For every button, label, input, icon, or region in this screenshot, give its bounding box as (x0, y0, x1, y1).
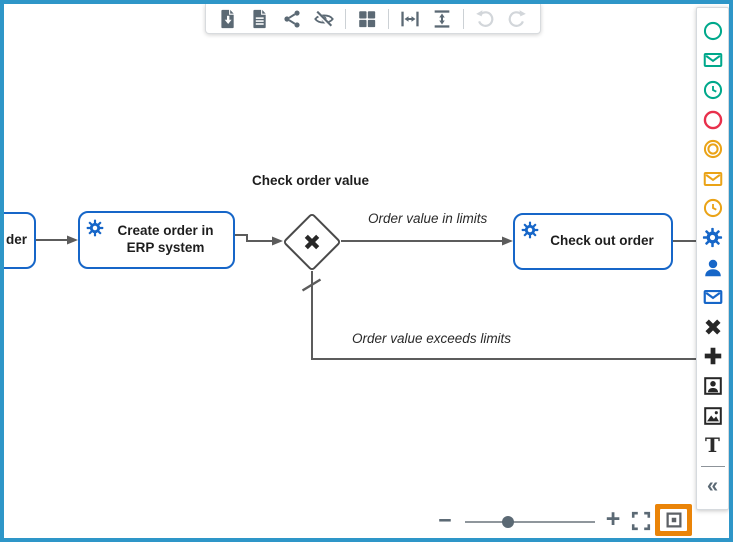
task-check-out-order[interactable]: Check out order (513, 213, 673, 270)
minimap-inner (660, 509, 687, 531)
undo-icon[interactable] (474, 8, 496, 30)
service-task-icon[interactable] (698, 223, 728, 253)
text-annotation-icon[interactable]: T (705, 433, 720, 458)
task-partial-left[interactable]: der (0, 212, 36, 269)
document-icon[interactable] (249, 8, 271, 30)
flow-exceeds-limits (311, 271, 702, 360)
task-label: Check out order (550, 233, 654, 249)
default-flow-marker (301, 278, 322, 292)
user-image-icon[interactable] (698, 371, 728, 401)
service-task-gear-icon (520, 220, 540, 240)
distribute-vertical-icon[interactable] (431, 8, 453, 30)
hide-visibility-icon[interactable] (313, 8, 335, 30)
flow-label-exceeds-limits: Order value exceeds limits (352, 331, 512, 346)
timer-start-event-icon[interactable] (698, 75, 728, 105)
element-palette: T « (696, 7, 729, 510)
fit-to-screen-icon (631, 511, 651, 531)
image-icon[interactable] (698, 401, 728, 431)
arrowhead (502, 236, 513, 246)
grid-layout-icon[interactable] (356, 8, 378, 30)
message-start-event-icon[interactable] (698, 46, 728, 76)
send-task-icon[interactable] (698, 282, 728, 312)
toolbar-separator (463, 8, 464, 29)
task-label: Create order in ERP system (117, 223, 214, 255)
parallel-gateway-icon[interactable] (698, 342, 728, 372)
flow-erp-to-gateway (235, 234, 272, 242)
zoom-out-button[interactable]: − (438, 507, 452, 533)
exclusive-gateway-icon[interactable] (698, 312, 728, 342)
timer-intermediate-event-icon[interactable] (698, 194, 728, 224)
end-event-icon[interactable] (698, 105, 728, 135)
flow-label-in-limits: Order value in limits (368, 211, 488, 226)
toolbar-separator (388, 8, 389, 29)
task-label: der (5, 232, 27, 248)
task-create-order-erp[interactable]: Create order in ERP system (78, 211, 235, 269)
user-task-icon[interactable] (698, 253, 728, 283)
arrowhead (67, 235, 78, 245)
service-task-gear-icon (85, 218, 105, 238)
distribute-horizontal-icon[interactable] (399, 8, 421, 30)
top-toolbar (205, 4, 541, 34)
start-event-icon[interactable] (698, 16, 728, 46)
palette-divider (700, 465, 725, 467)
arrowhead (272, 236, 283, 246)
gateway-label: Check order value (252, 173, 370, 188)
toolbar-separator (345, 8, 346, 29)
share-icon[interactable] (281, 8, 303, 30)
minimap-icon (666, 512, 681, 528)
collapse-palette-button[interactable]: « (706, 474, 719, 497)
exclusive-gateway-x-icon (304, 234, 320, 250)
zoom-slider-knob[interactable] (501, 516, 514, 528)
redo-icon[interactable] (506, 8, 528, 30)
zoom-slider[interactable] (465, 516, 595, 528)
fit-to-screen-button[interactable] (630, 510, 652, 532)
zoom-in-button[interactable]: + (605, 505, 621, 533)
intermediate-event-icon[interactable] (698, 134, 728, 164)
download-file-icon[interactable] (217, 8, 239, 30)
message-intermediate-event-icon[interactable] (698, 164, 728, 194)
zoom-slider-track[interactable] (465, 521, 595, 523)
minimap-toggle-button[interactable] (655, 504, 692, 536)
